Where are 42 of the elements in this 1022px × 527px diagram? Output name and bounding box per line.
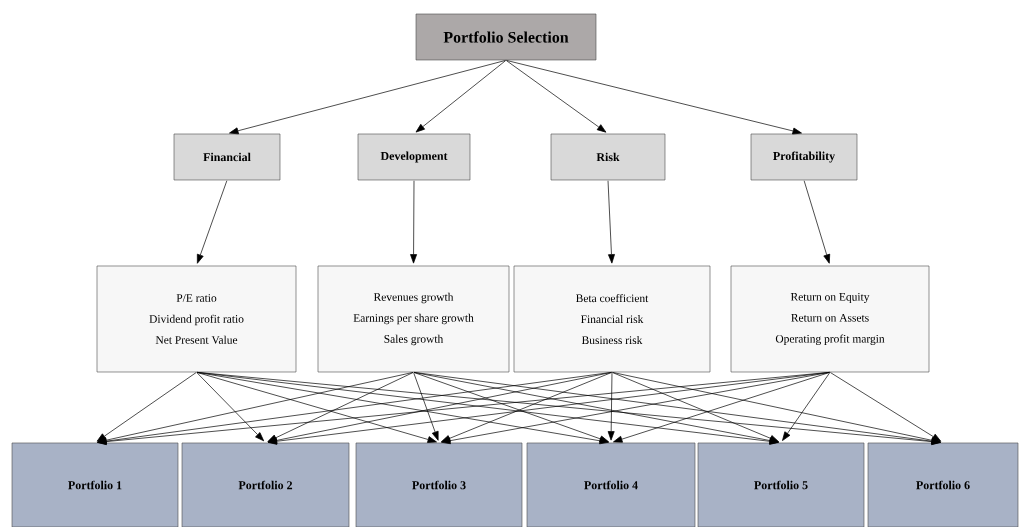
arrow: [196, 371, 941, 446]
criterion-box: Financial: [173, 133, 281, 181]
arrow: [830, 372, 942, 442]
arrow: [415, 60, 506, 133]
goal-box: Portfolio Selection: [415, 13, 597, 61]
arrow: [413, 372, 609, 443]
arrow: [612, 372, 779, 443]
arrow: [229, 60, 506, 135]
arrow: [413, 372, 779, 444]
arrow: [607, 372, 615, 441]
arrow: [196, 372, 437, 443]
arrow: [612, 372, 941, 444]
arrow: [613, 372, 830, 443]
portfolio-box: Portfolio 6: [867, 442, 1019, 527]
indicator-box: Return on Equity Return on Assets Operating profit margin: [730, 265, 930, 373]
arrow: [782, 372, 831, 441]
criterion-box: Profitability: [750, 133, 858, 181]
arrow: [506, 60, 607, 133]
arrow: [413, 372, 941, 445]
arrow: [197, 180, 228, 264]
arrow: [441, 372, 830, 445]
arrow: [196, 372, 265, 442]
arrow: [413, 372, 439, 441]
arrow: [410, 180, 418, 264]
criterion-box: Development: [357, 133, 471, 181]
portfolio-box: Portfolio 3: [355, 442, 523, 527]
portfolio-box: Portfolio 2: [181, 442, 350, 527]
portfolio-box: Portfolio 5: [697, 442, 865, 527]
portfolio-box: Portfolio 4: [526, 442, 696, 527]
arrow: [506, 60, 802, 135]
portfolio-box: Portfolio 1: [11, 442, 179, 527]
arrow: [96, 372, 197, 442]
arrow: [267, 372, 612, 444]
arrow: [267, 372, 414, 442]
arrow: [803, 180, 831, 264]
criterion-box: Risk: [550, 133, 666, 181]
indicator-box: P/E ratio Dividend profit ratio Net Present Value: [96, 265, 297, 373]
indicator-box: Revenues growth Earnings per share growth Sales growth: [317, 265, 510, 373]
arrow: [97, 372, 414, 444]
arrow: [441, 372, 612, 443]
arrow: [607, 180, 615, 264]
indicator-box: Beta coefficient Financial risk Business risk: [513, 265, 711, 373]
